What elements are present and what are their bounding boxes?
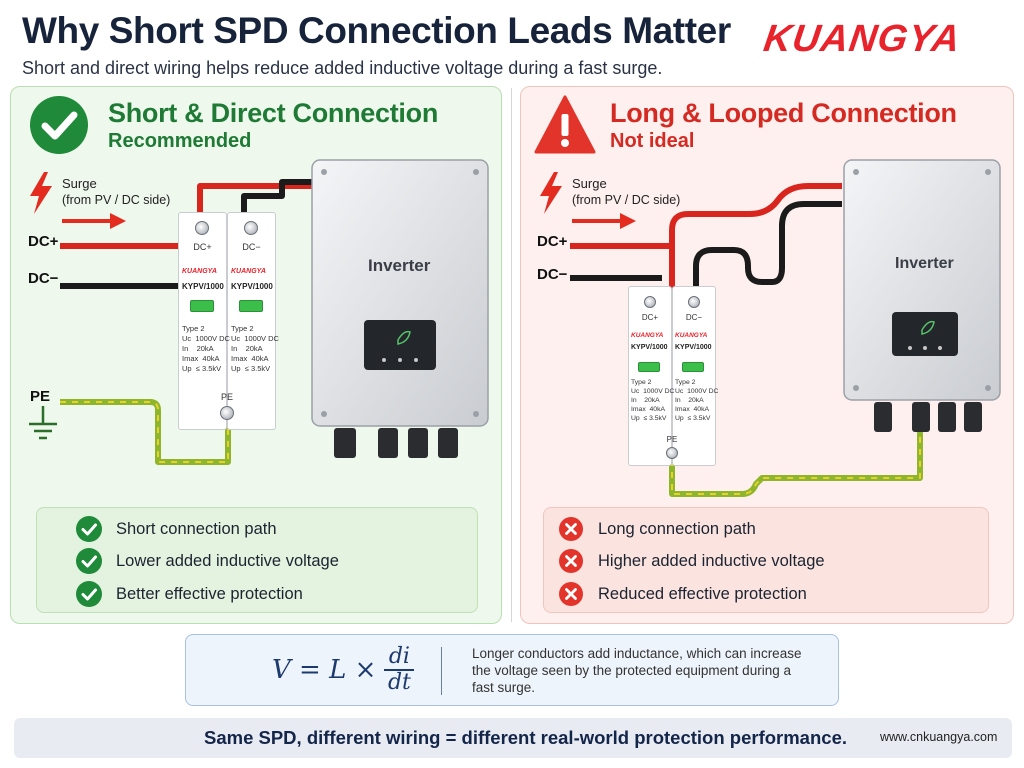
spd-status-window: [239, 300, 263, 312]
right-inverter: [843, 159, 1001, 432]
list-item: Long connection path: [558, 516, 756, 542]
list-item: Lower added inductive voltage: [76, 548, 339, 574]
formula-separator: [441, 647, 442, 695]
footer-banner: Same SPD, different wiring = different r…: [14, 718, 1012, 758]
spd-term-dc-minus: DC−: [242, 242, 261, 252]
right-dc-minus-label: DC−: [537, 266, 568, 283]
right-spd-module-minus: [672, 286, 716, 466]
page-title: Why Short SPD Connection Leads Matter: [22, 10, 731, 51]
list-item-label: Short connection path: [116, 519, 277, 538]
right-dc-plus-label: DC+: [537, 233, 568, 250]
right-spd-device: DC+ DC− KUANGYA KUANGYA KYPV/1000 KYPV/1…: [628, 286, 719, 466]
spd-brand: KUANGYA: [231, 268, 266, 275]
formula-fraction: di dt: [384, 644, 415, 695]
x-circle-icon: [559, 517, 583, 541]
left-spd-module-minus: [227, 212, 276, 430]
left-surge-label: Surge (from PV / DC side): [62, 176, 171, 207]
formula-numerator: di: [388, 644, 410, 669]
lightning-bolt-icon: [540, 172, 562, 214]
list-item-label: Lower added inductive voltage: [116, 551, 339, 570]
spd-brand: KUANGYA: [182, 268, 217, 275]
list-item-label: Long connection path: [598, 519, 756, 538]
left-dc-plus-label: DC+: [28, 233, 59, 250]
list-item-label: Better effective protection: [116, 584, 303, 603]
surge-arrow-icon: [572, 213, 636, 229]
x-circle-icon: [559, 582, 583, 606]
spd-model: KYPV/1000: [631, 344, 668, 351]
spd-term-dc-plus: DC+: [193, 242, 212, 252]
lightning-bolt-icon: [30, 172, 52, 214]
left-dc-minus-label: DC−: [28, 270, 59, 287]
list-item: Better effective protection: [76, 581, 303, 607]
footer-url: www.cnkuangya.com: [880, 730, 998, 744]
surge-arrow-icon: [62, 213, 126, 229]
right-panel-subheading: Not ideal: [610, 130, 695, 152]
spd-status-window: [682, 362, 704, 372]
left-pe-label: PE: [30, 388, 51, 405]
panel-divider: [511, 88, 512, 622]
screw-icon: [644, 296, 656, 308]
screw-icon: [688, 296, 700, 308]
screw-icon: [195, 221, 209, 235]
left-spd-device: DC+ DC− KUANGYA KUANGYA KYPV/1000 KYPV/1…: [178, 212, 279, 430]
left-panel-subheading: Recommended: [108, 130, 252, 152]
right-wiring: [570, 183, 923, 497]
left-spd-module-plus: [178, 212, 227, 430]
spd-term-pe: PE: [220, 392, 233, 402]
check-circle-icon: [76, 548, 102, 574]
footer-text: Same SPD, different wiring = different r…: [204, 727, 847, 748]
formula-note: Longer conductors add inductance, which …: [472, 646, 802, 695]
left-panel-heading: Short & Direct Connection: [108, 98, 439, 128]
check-circle-icon: [76, 581, 102, 607]
screw-icon: [244, 221, 258, 235]
right-spd-module-plus: [628, 286, 672, 466]
spd-brand: KUANGYA: [675, 332, 708, 339]
ground-symbol-icon: [29, 406, 57, 440]
list-item-label: Higher added inductive voltage: [598, 551, 825, 570]
check-circle-icon: [76, 516, 102, 542]
inductance-formula: V = L × di dt: [272, 644, 415, 695]
list-item: Higher added inductive voltage: [558, 548, 825, 574]
spd-spec: Type 2 Uc 1000V DC In 20kA Imax 40kA Up …: [231, 324, 279, 373]
spd-term-pe: PE: [666, 435, 678, 444]
formula-box: V = L × di dt Longer conductors add indu…: [185, 634, 839, 706]
spd-status-window: [190, 300, 214, 312]
right-inverter-label: Inverter: [895, 255, 954, 272]
formula-denominator: dt: [387, 670, 411, 695]
spd-model: KYPV/1000: [675, 344, 712, 351]
x-circle-icon: [559, 549, 583, 573]
short-benefits-list: [36, 507, 478, 613]
screw-icon: [666, 447, 678, 459]
list-item-label: Reduced effective protection: [598, 584, 807, 603]
warning-triangle-icon: [534, 95, 596, 154]
spd-term-dc-minus: DC−: [685, 313, 703, 322]
fraction-bar: [384, 669, 415, 671]
check-circle-icon: [30, 96, 88, 154]
page-subtitle: Short and direct wiring helps reduce add…: [22, 58, 663, 78]
right-panel-heading: Long & Looped Connection: [610, 98, 957, 128]
left-inverter-label: Inverter: [368, 256, 431, 275]
list-item: Short connection path: [76, 516, 277, 542]
spd-spec: Type 2 Uc 1000V DC In 20kA Imax 40kA Up …: [675, 379, 719, 422]
left-inverter: [311, 159, 489, 458]
spd-brand: KUANGYA: [631, 332, 664, 339]
spd-spec: Type 2 Uc 1000V DC In 20kA Imax 40kA Up …: [631, 379, 675, 422]
spd-status-window: [638, 362, 660, 372]
long-drawbacks-list: [543, 507, 989, 613]
right-surge-label: Surge (from PV / DC side): [572, 176, 681, 207]
spd-model: KYPV/1000: [231, 282, 273, 291]
spd-model: KYPV/1000: [182, 282, 224, 291]
screw-icon: [220, 406, 234, 420]
spd-spec: Type 2 Uc 1000V DC In 20kA Imax 40kA Up …: [182, 324, 230, 373]
spd-term-dc-plus: DC+: [641, 313, 659, 322]
formula-lhs: V = L ×: [272, 655, 377, 685]
list-item: Reduced effective protection: [558, 581, 807, 607]
